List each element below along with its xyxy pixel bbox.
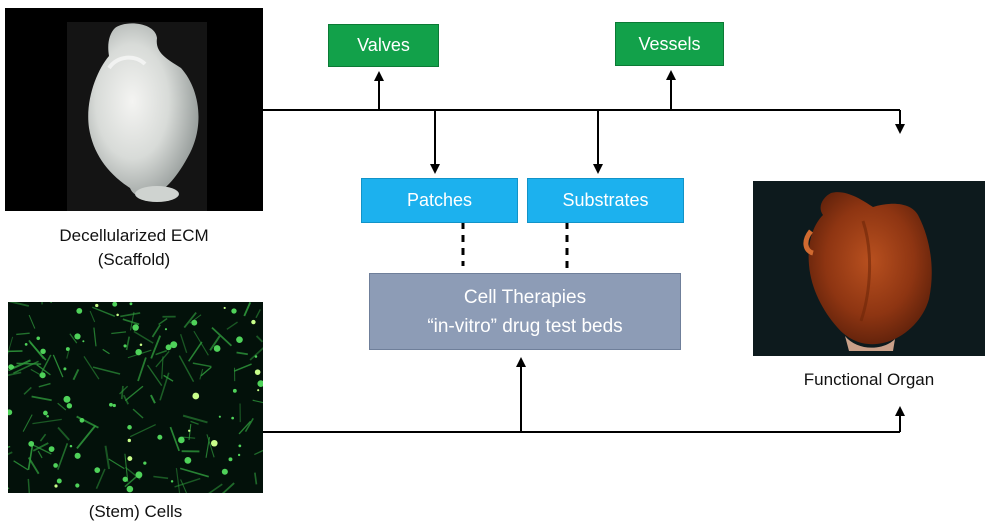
patches-box: Patches	[361, 178, 518, 223]
cells-caption: (Stem) Cells	[88, 502, 183, 521]
applications-line2: “in-vitro” drug test beds	[427, 315, 623, 337]
scaffold-caption-line2: (Scaffold)	[97, 250, 171, 269]
functional-organ-image	[753, 181, 985, 356]
scaffold-caption-line1: Decellularized ECM	[59, 226, 209, 245]
applications-box: Cell Therapies “in-vitro” drug test beds	[369, 273, 681, 350]
substrates-box: Substrates	[527, 178, 684, 223]
vessels-box: Vessels	[615, 22, 724, 66]
stem-cells-image	[8, 302, 263, 493]
valves-box: Valves	[328, 24, 439, 67]
decellularized-heart-image	[5, 8, 263, 211]
scaffold-caption: Decellularized ECM (Scaffold)	[5, 224, 263, 272]
applications-line1: Cell Therapies	[463, 286, 587, 308]
organ-caption: Functional Organ	[803, 370, 935, 389]
